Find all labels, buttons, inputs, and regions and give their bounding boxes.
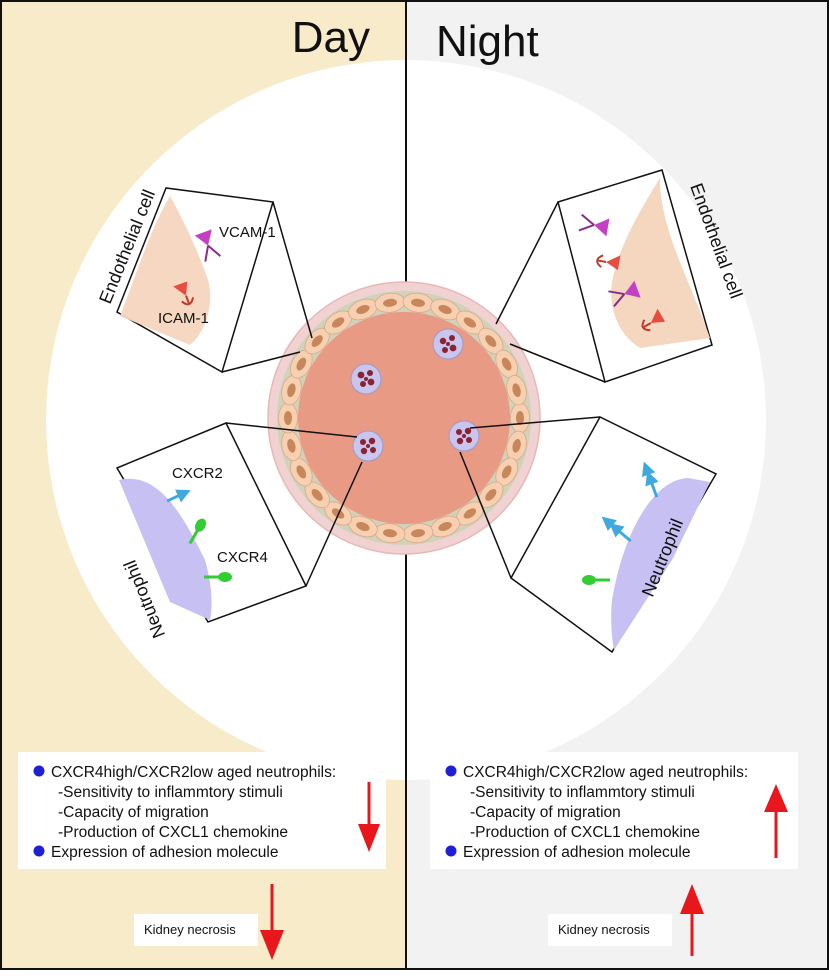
- neutrophil-cell-4: [448, 420, 480, 452]
- night-outcome-up-arrow: [680, 884, 704, 956]
- endothelial-cell: [374, 292, 406, 313]
- day-outcome-down-arrow: [260, 884, 284, 960]
- endothelial-cell: [324, 310, 352, 335]
- night-neutrophil-zoom: Neutrophil: [459, 416, 718, 654]
- night-vcam-receptor-1: [578, 213, 610, 237]
- night-cxcr2-receptor-2: [601, 516, 632, 543]
- day-summary-sub-3: -Production of CXCL1 chemokine: [58, 824, 288, 841]
- endothelial-cell: [478, 327, 504, 355]
- neutrophil-cell-2: [352, 430, 384, 462]
- night-cxcr2-receptor-1: [642, 461, 659, 498]
- night-endothelial-membrane: [611, 178, 710, 348]
- day-summary-bullet-2: Expression of adhesion molecule: [51, 844, 278, 861]
- vessel-lumen: [298, 312, 510, 524]
- day-vcam-label: VCAM-1: [219, 224, 276, 241]
- day-cxcr4-receptor-1: [188, 518, 207, 545]
- day-cxcr2-label: CXCR2: [172, 465, 223, 482]
- day-vcam-receptor: [194, 229, 222, 262]
- day-cxcr4-label: CXCR4: [217, 549, 268, 566]
- endothelial-cell: [430, 298, 460, 321]
- blood-vessel: [267, 281, 541, 555]
- day-outcome-label: Kidney necrosis: [144, 922, 236, 937]
- white-disc-day: [46, 60, 406, 780]
- day-cxcr2-receptor: [166, 489, 191, 503]
- endothelial-cell-ring: [278, 292, 530, 544]
- endothelial-cell: [506, 375, 527, 406]
- night-summary-sub-2: -Capacity of migration: [470, 804, 621, 821]
- day-summary-sub-1: -Sensitivity to inflammtory stimuli: [58, 784, 283, 801]
- endothelial-cell: [289, 349, 313, 379]
- night-summary-sub-3: -Production of CXCL1 chemokine: [470, 824, 700, 841]
- day-icam-receptor: [173, 281, 195, 306]
- day-summary-bullet-1: CXCR4high/CXCR2low aged neutrophils:: [51, 764, 336, 781]
- day-summary-sub-2: -Capacity of migration: [58, 804, 209, 821]
- night-icam-receptor-1: [596, 254, 621, 271]
- endothelial-cell: [495, 349, 519, 379]
- day-summary-box: CXCR4high/CXCR2low aged neutrophils: -Se…: [18, 752, 386, 869]
- night-neutrophil-membrane: [611, 478, 710, 650]
- night-icam-receptor-2: [641, 308, 666, 332]
- night-summary-up-arrow: [764, 784, 788, 858]
- day-endothelial-membrane: [120, 196, 211, 345]
- day-title: Day: [292, 13, 370, 62]
- night-neutrophil-box: [510, 416, 718, 654]
- night-vcam-receptor-2: [608, 280, 641, 308]
- neutrophil-cell-3: [432, 328, 464, 360]
- endothelial-cell: [289, 457, 313, 487]
- day-cxcr4-receptor-2: [204, 572, 232, 582]
- night-summary-bullet-2: Expression of adhesion molecule: [463, 844, 690, 861]
- endothelial-cell: [510, 402, 530, 434]
- night-bullet-2-dot: [445, 845, 457, 857]
- night-summary-bullet-1: CXCR4high/CXCR2low aged neutrophils:: [463, 764, 748, 781]
- day-bullet-1-dot: [33, 765, 45, 777]
- endothelial-cell: [495, 457, 519, 487]
- neutrophil-cell-1: [350, 363, 382, 395]
- day-endothelial-zoom: VCAM-1 ICAM-1 Endothelial cell: [95, 187, 313, 374]
- endothelial-cell: [402, 292, 434, 313]
- night-bullet-1-dot: [445, 765, 457, 777]
- night-outcome-label: Kidney necrosis: [558, 922, 650, 937]
- day-neutrophil-membrane: [119, 478, 212, 620]
- day-outcome: Kidney necrosis: [134, 884, 284, 960]
- night-outcome: Kidney necrosis: [548, 884, 704, 956]
- night-title: Night: [436, 17, 539, 66]
- day-bullet-2-dot: [33, 845, 45, 857]
- night-summary-sub-1: -Sensitivity to inflammtory stimuli: [470, 784, 695, 801]
- day-icam-label: ICAM-1: [158, 310, 209, 327]
- endothelial-cell: [281, 375, 302, 406]
- night-cxcr4-receptor: [582, 575, 610, 585]
- endothelial-cell: [348, 515, 378, 538]
- day-summary-down-arrow: [358, 782, 380, 852]
- endothelial-cell: [304, 481, 330, 509]
- night-summary-box: CXCR4high/CXCR2low aged neutrophils: -Se…: [430, 752, 798, 869]
